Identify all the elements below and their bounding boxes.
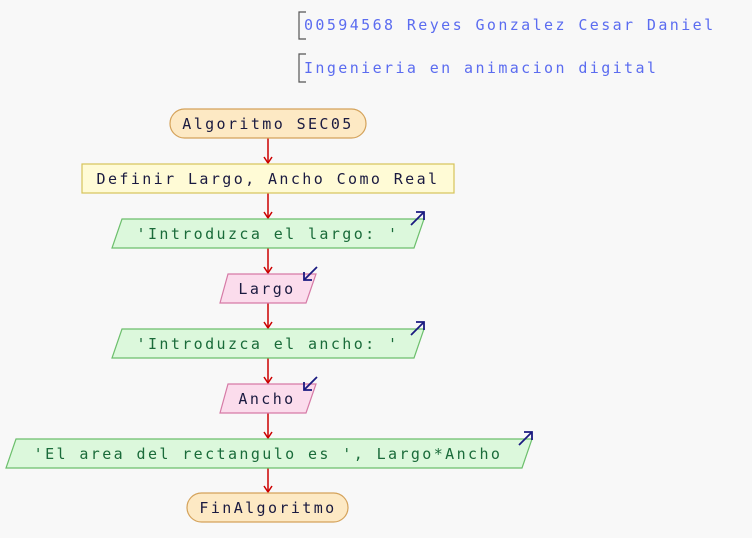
comment-career-text: Ingenieria en animacion digital bbox=[304, 59, 658, 77]
terminal-shape bbox=[186, 492, 349, 523]
connector-arrow bbox=[263, 413, 273, 440]
connector-arrow bbox=[263, 303, 273, 330]
output-arrow-icon bbox=[410, 321, 425, 336]
output-arrow-icon bbox=[518, 431, 533, 446]
connectors bbox=[263, 138, 273, 494]
output-shape bbox=[5, 438, 533, 469]
connector-arrow bbox=[263, 138, 273, 165]
output-shape bbox=[111, 328, 425, 359]
input-2-label: Ancho bbox=[238, 390, 295, 408]
connector-arrow bbox=[263, 358, 273, 385]
output-block-3[interactable]: 'El area del rectangulo es ', Largo*Anch… bbox=[5, 431, 533, 469]
output-2-label: 'Introduzca el ancho: ' bbox=[137, 335, 400, 353]
input-block-1[interactable]: Largo bbox=[219, 266, 318, 304]
define-label: Definir Largo, Ancho Como Real bbox=[97, 170, 440, 188]
comment-career: Ingenieria en animacion digital bbox=[298, 53, 658, 83]
input-arrow-icon bbox=[303, 266, 318, 281]
input-arrow-icon bbox=[303, 376, 318, 391]
input-shape bbox=[219, 383, 317, 414]
output-block-2[interactable]: 'Introduzca el ancho: ' bbox=[111, 321, 425, 359]
input-block-2[interactable]: Ancho bbox=[219, 376, 318, 414]
connector-arrow bbox=[263, 248, 273, 275]
terminal-shape bbox=[169, 108, 367, 139]
output-shape bbox=[111, 218, 425, 249]
input-1-label: Largo bbox=[238, 280, 295, 298]
output-1-label: 'Introduzca el largo: ' bbox=[137, 225, 400, 243]
comment-bracket bbox=[298, 11, 306, 40]
start-label: Algoritmo SEC05 bbox=[182, 115, 353, 133]
input-shape bbox=[219, 273, 317, 304]
define-process[interactable]: Definir Largo, Ancho Como Real bbox=[81, 163, 455, 194]
output-arrow-icon bbox=[410, 211, 425, 226]
process-shape bbox=[81, 163, 455, 194]
start-terminal[interactable]: Algoritmo SEC05 bbox=[169, 108, 367, 139]
comment-author: 00594568 Reyes Gonzalez Cesar Daniel bbox=[298, 11, 716, 40]
comment-bracket bbox=[298, 53, 306, 83]
output-3-label: 'El area del rectangulo es ', Largo*Anch… bbox=[34, 445, 503, 463]
output-block-1[interactable]: 'Introduzca el largo: ' bbox=[111, 211, 425, 249]
connector-arrow bbox=[263, 193, 273, 220]
end-terminal[interactable]: FinAlgoritmo bbox=[186, 492, 349, 523]
comment-author-text: 00594568 Reyes Gonzalez Cesar Daniel bbox=[304, 16, 716, 34]
connector-arrow bbox=[263, 468, 273, 494]
end-label: FinAlgoritmo bbox=[199, 499, 336, 517]
